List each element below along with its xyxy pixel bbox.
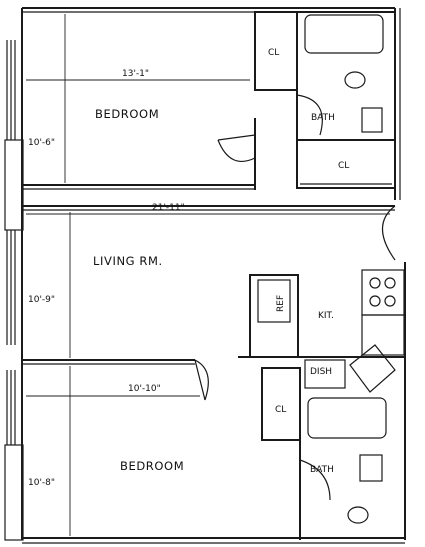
living-depth-label: 10'-9"	[28, 295, 55, 305]
bedroom-top-label: BEDROOM	[95, 107, 159, 121]
bath-top-label: BATH	[311, 113, 335, 123]
bedroom-top-depth-label: 10'-6"	[28, 138, 55, 148]
bedroom-top-width-label: 13'-1"	[122, 69, 149, 79]
closet-bottom-label: CL	[275, 405, 286, 415]
bedroom-bottom-label: BEDROOM	[120, 459, 184, 473]
kitchen-label: KIT.	[318, 311, 334, 321]
left-exterior-wall	[4, 8, 24, 541]
living-room	[22, 205, 396, 365]
bedroom-bottom-depth-label: 10'-8"	[28, 478, 55, 488]
bath-bottom-label: BATH	[310, 465, 334, 475]
bath-bottom	[299, 397, 387, 524]
closet-top-1-label: CL	[268, 48, 279, 58]
bedroom-bottom-width-label: 10'-10"	[128, 384, 161, 394]
closet-bottom	[261, 367, 301, 441]
top-wall	[22, 7, 401, 200]
dimension-lines	[26, 14, 390, 536]
dishwasher-label: DISH	[310, 367, 332, 377]
bedroom-top	[22, 12, 256, 190]
living-width-label: 21'-11"	[152, 203, 185, 213]
refrigerator-label: REF	[276, 295, 286, 312]
kitchen	[238, 262, 406, 540]
closet-top-2	[296, 139, 396, 189]
living-room-label: LIVING RM.	[93, 254, 163, 268]
closet-top-2-label: CL	[338, 161, 349, 171]
